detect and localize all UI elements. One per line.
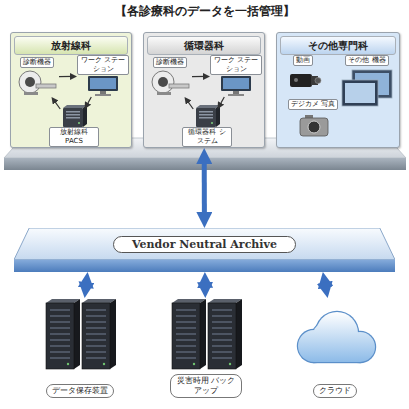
device-label: デジカメ 写真	[288, 99, 338, 110]
camera-icon	[300, 115, 328, 136]
angio-scanner-icon	[152, 71, 189, 95]
device-label: ワーク ステーション	[77, 55, 129, 75]
storage-label: クラウド	[313, 384, 357, 398]
archive-band: Vendor Neutral Archive	[14, 228, 395, 272]
flow-arrow	[86, 97, 91, 106]
storage-item: クラウド	[285, 298, 385, 398]
device-label: 診断機器	[153, 57, 187, 68]
ct-scanner-icon	[19, 71, 56, 95]
device-label: 動画	[293, 55, 313, 66]
device-item: ワーク ステーション	[77, 55, 129, 97]
storage-item: データ保存装置	[30, 298, 130, 398]
flow-arrow	[59, 76, 74, 77]
workstation-icon	[88, 76, 118, 96]
device-item: 循環器科 システム	[182, 109, 232, 147]
flow-arrow	[186, 99, 193, 109]
device-item: その他 機器	[337, 55, 397, 111]
cloud-icon	[297, 311, 376, 363]
department-panel: その他専門科動画 その他 機器デジカメ 写真	[276, 32, 400, 148]
sync-arrow	[86, 280, 87, 290]
flow-arrow	[53, 99, 60, 109]
device-label: 放射線科 PACS	[49, 127, 99, 147]
archive-label: Vendor Neutral Archive	[113, 236, 296, 253]
sync-arrow	[203, 280, 208, 290]
device-label: 診断機器	[20, 57, 54, 68]
storage-label: 災害時用 バックアップ	[170, 374, 242, 398]
department-panel: 循環器科診断機器 ワーク ステーション循環器科 システム	[143, 32, 265, 148]
device-item: 診断機器	[15, 57, 59, 97]
device-item: ワーク ステーション	[210, 55, 262, 97]
server-rack-icon	[208, 299, 242, 369]
flow-arrow	[219, 97, 224, 106]
server-rack-icon	[82, 299, 116, 369]
diagram-title: 【各診療科のデータを一括管理】	[0, 3, 409, 20]
device-item: デジカメ 写真	[283, 99, 343, 145]
sync-arrow	[324, 280, 326, 290]
device-item: 放射線科 PACS	[49, 109, 99, 147]
device-item: 動画	[281, 55, 325, 95]
department-heading: 放射線科	[14, 36, 128, 55]
server-rack-icon	[46, 299, 80, 369]
platform-front	[4, 158, 406, 170]
department-heading: その他専門科	[280, 36, 396, 55]
department-panel: 放射線科診断機器 ワーク ステーション放射線科 PACS	[10, 32, 132, 148]
department-heading: 循環器科	[147, 36, 261, 55]
system-server-icon	[196, 105, 220, 127]
device-item: 診断機器	[148, 57, 192, 97]
device-label: ワーク ステーション	[210, 55, 262, 75]
archive-slab-front	[14, 260, 395, 272]
device-label: その他 機器	[345, 55, 388, 66]
camcorder-icon	[290, 74, 321, 87]
screens-icon	[342, 70, 392, 106]
sync-arrow	[202, 156, 207, 220]
storage-label: データ保存装置	[46, 384, 114, 398]
workstation-icon	[221, 76, 251, 96]
pacs-server-icon	[63, 105, 87, 127]
server-rack-icon	[172, 299, 206, 369]
device-label: 循環器科 システム	[182, 127, 232, 147]
archive-slab-top	[14, 228, 395, 260]
storage-item: 災害時用 バックアップ	[156, 298, 256, 398]
flow-arrow	[192, 76, 207, 77]
